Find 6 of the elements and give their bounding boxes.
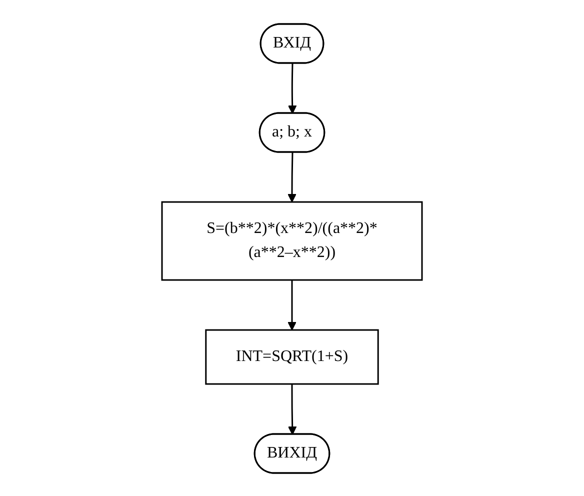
arrow — [288, 280, 296, 330]
arrow — [288, 384, 297, 434]
arrow — [288, 152, 296, 202]
node-box: S=(b**2)*(x**2)/((a**2)*(a**2–x**2)) — [161, 200, 423, 280]
node-box: INT=SQRT(1+S) — [205, 328, 379, 384]
arrow — [288, 62, 297, 114]
